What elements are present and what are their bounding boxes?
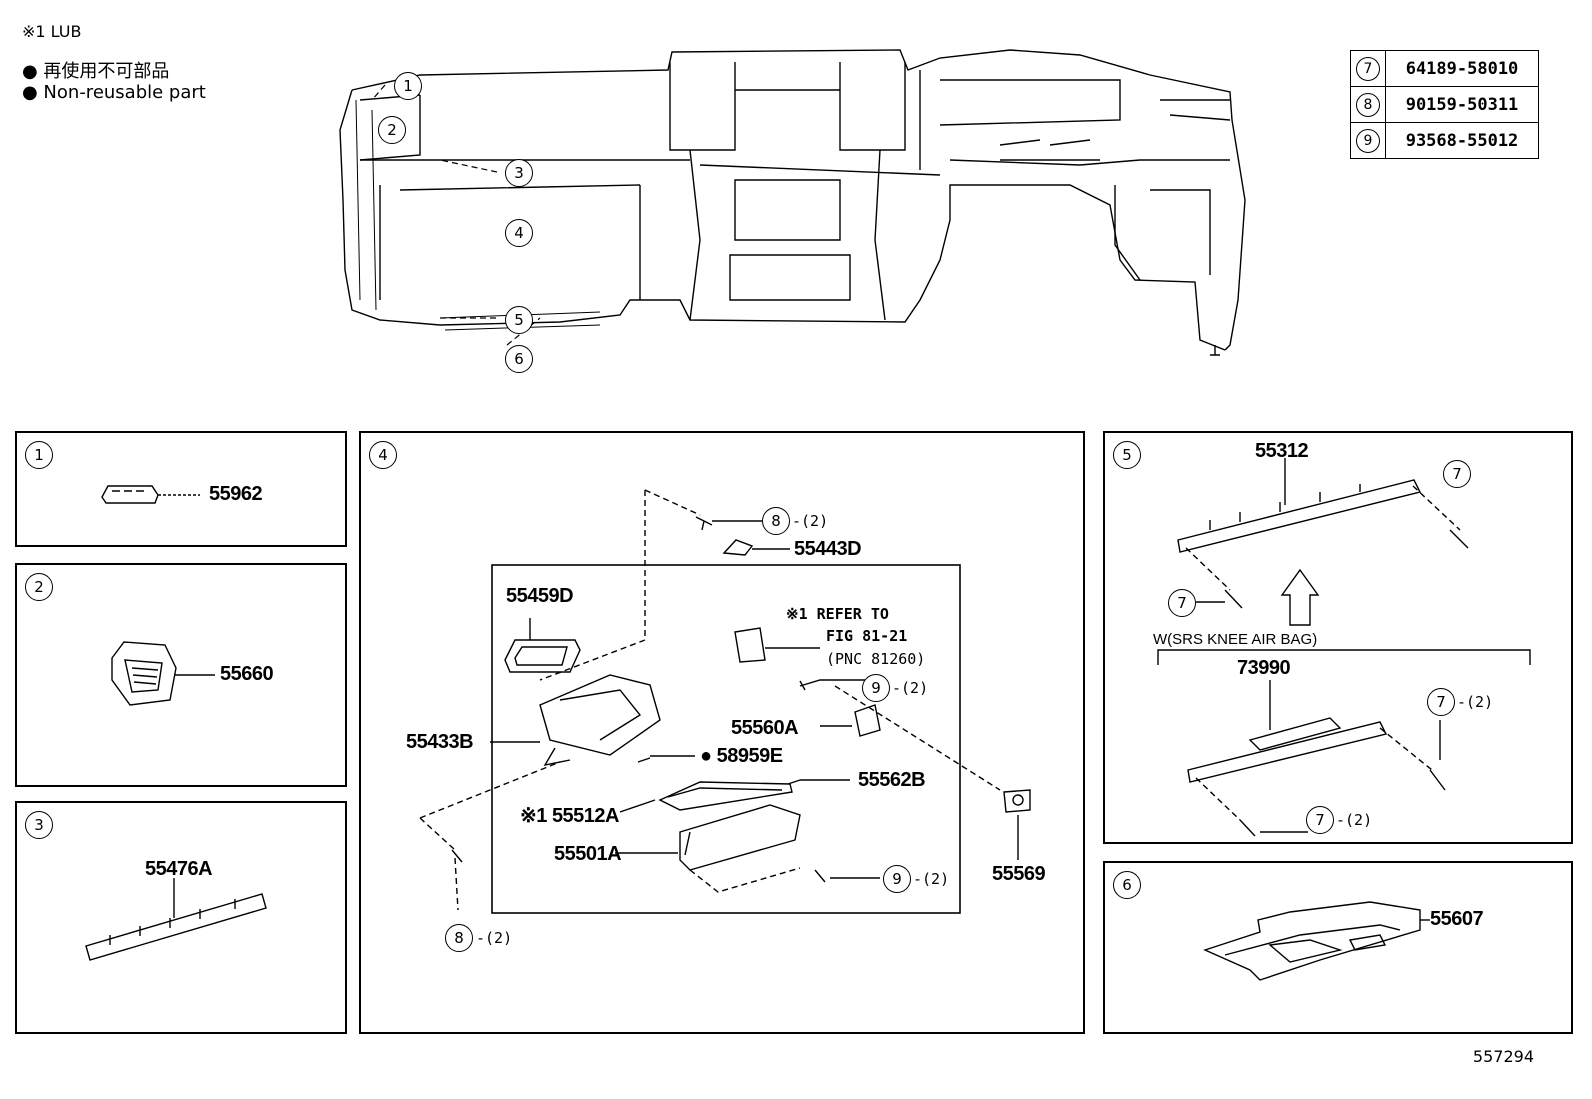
table-row: 9 93568-55012 [1350,122,1539,159]
callout-7: 7 [1427,688,1455,716]
part-label: 55962 [209,483,263,505]
fastener-parts-table: 7 64189-58010 8 90159-50311 9 93568-5501… [1350,50,1539,159]
part-label: 55660 [220,663,274,685]
figure-id: 557294 [1472,1047,1534,1066]
panel-number: 3 [25,811,53,839]
part-label-55459D: 55459D [506,585,574,607]
part-number: 64189-58010 [1385,50,1539,87]
non-reusable-legend-jp: ● 再使用不可部品 [22,61,170,82]
quantity: -(2) [1457,693,1494,711]
non-reusable-legend-en: ● Non-reusable part [22,82,206,103]
callout-number: 7 [1356,56,1380,81]
panel-3: 3 55476A [15,801,347,1034]
overview-callout: 3 [505,159,533,187]
part-label-55501A: 55501A [554,843,622,865]
table-row: 8 90159-50311 [1350,86,1539,123]
side-register-sketch [111,641,215,706]
trim-strip-sketch [85,878,267,961]
quantity: -(2) [913,870,950,888]
panel-number: 4 [369,441,397,469]
overview-callout: 1 [394,72,422,100]
callout-7: 7 [1443,460,1471,488]
callout-9: 9 [862,674,890,702]
overview-callout: 4 [505,219,533,247]
condition-label: W(SRS KNEE AIR BAG) [1153,631,1318,648]
panel-number: 1 [25,441,53,469]
quantity: -(2) [476,929,513,947]
glove-box-assembly-sketch [419,489,1031,914]
part-label-55433B: 55433B [406,731,474,753]
table-row: 7 64189-58010 [1350,50,1539,87]
panel-6: 6 [1103,861,1573,1034]
quantity: -(2) [892,679,929,697]
callout-8: 8 [445,924,473,952]
part-number: 90159-50311 [1385,86,1539,123]
panel-number: 2 [25,573,53,601]
overview-callout: 6 [505,345,533,373]
panel-number: 6 [1113,871,1141,899]
finish-panel-sketch [1203,901,1430,981]
part-label-55562B: 55562B [858,769,926,791]
lub-legend: ※1 LUB [22,22,82,41]
dashboard-outline [339,49,1246,356]
lower-cover-sketch [1157,458,1531,837]
overview-callout: 5 [505,306,533,334]
callout-number: 8 [1356,92,1380,117]
callout-8: 8 [762,507,790,535]
refer-fig: FIG 81-21 [826,627,908,645]
panel-1: 1 55962 [15,431,347,547]
panel-number: 5 [1113,441,1141,469]
part-label-55443D: 55443D [794,538,862,560]
panel-5: 5 [1103,431,1573,844]
part-label-55512A: ※1 55512A [520,805,620,827]
part-label-55569: 55569 [992,863,1046,885]
part-label-55312: 55312 [1255,440,1309,462]
quantity: -(2) [1336,811,1373,829]
callout-number: 9 [1356,128,1380,153]
panel-4: 4 [359,431,1085,1034]
refer-note: ※1 REFER TO [786,605,889,623]
quantity: -(2) [792,512,829,530]
part-label-55607: 55607 [1430,908,1484,930]
overview-callout: 2 [378,116,406,144]
register-vent-sketch [101,485,200,504]
refer-pnc: (PNC 81260) [826,650,926,668]
part-label-55560A: 55560A [731,717,799,739]
callout-9: 9 [883,865,911,893]
part-label-58959E: ● 58959E [700,745,783,767]
part-number: 93568-55012 [1385,122,1539,159]
panel-2: 2 55660 [15,563,347,787]
part-label: 55476A [145,858,213,880]
callout-7: 7 [1168,589,1196,617]
callout-7: 7 [1306,806,1334,834]
part-label-73990: 73990 [1237,657,1291,679]
